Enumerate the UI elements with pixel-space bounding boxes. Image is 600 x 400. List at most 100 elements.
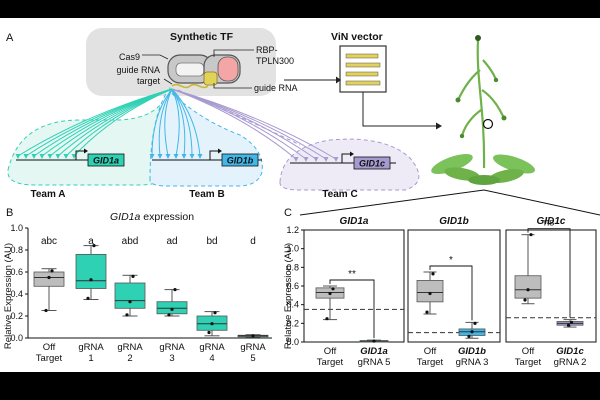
point-1-2: [92, 244, 96, 248]
x-label-0-line1: Off: [522, 346, 535, 357]
arrow-tf-to-vector-head: [336, 76, 341, 84]
point-1-0: [372, 339, 376, 343]
panel-b-title-rest: expression: [140, 211, 194, 223]
guide-rna-label: guide RNA: [254, 83, 298, 93]
target-arrow-head-team0-6: [63, 154, 69, 159]
significance-bracket: [329, 279, 375, 339]
significance-letter-1: a: [88, 236, 94, 247]
y-tick-label-3: 0.6: [10, 267, 23, 277]
panel-b-letter: B: [6, 207, 13, 219]
team-c-gene-label: GID1c: [359, 159, 385, 169]
target-arrow-team1-0: [151, 88, 173, 157]
team-b-gene-label: GID1b: [227, 156, 254, 166]
x-label-1-line1: GID1c: [556, 346, 584, 357]
rbp-leader: [213, 49, 254, 57]
target-arrow-team0-7: [73, 88, 173, 157]
target-arrow-head-team2-3: [323, 157, 329, 162]
point-0-1: [47, 275, 51, 280]
y-tick-label-4: 0.8: [286, 262, 299, 272]
target-arrow-head-team0-2: [31, 154, 37, 159]
significance-letter-2: abd: [122, 236, 139, 247]
x-label-5-line1: gRNA: [240, 342, 266, 353]
point-0-1: [428, 291, 432, 296]
plot-frame: [407, 229, 501, 343]
x-label-0-line2: Target: [317, 357, 344, 368]
cas9-lobe: [175, 62, 205, 77]
point-3-0: [167, 313, 171, 317]
y-tick-label-5: 1.0: [10, 223, 23, 233]
x-label-1-line1: GID1b: [458, 346, 486, 357]
guide-rna-target-label-1: guide RNA: [116, 65, 160, 75]
significance-bracket: [429, 265, 473, 321]
guide-rna-strand: [171, 83, 209, 89]
x-label-3-line1: gRNA: [159, 342, 185, 353]
team-a-tss-arrow-head: [84, 148, 88, 154]
x-label-1-line2: 1: [88, 353, 93, 364]
x-label-5-line2: 5: [250, 353, 255, 364]
panel-c-letter: C: [284, 207, 292, 219]
rbp-tpln300-domain: [217, 56, 239, 82]
team-b-gene-box: [221, 153, 259, 167]
target-arrow-team1-5: [171, 88, 193, 157]
chart-c-gid1a: 0.00.20.40.60.81.01.2OffTargetGID1agRNA …: [286, 216, 405, 368]
synthetic-tf-complex: [167, 54, 241, 89]
panel-b-title: GID1a expression: [110, 211, 194, 223]
arabidopsis-plant: [431, 35, 536, 185]
vector-cassette-2: [345, 62, 381, 68]
vector-cassette-1: [345, 53, 379, 59]
target-arrow-head-team0-7: [71, 154, 77, 159]
x-label-0-line1: Off: [43, 342, 56, 353]
rna-hairpin: [203, 71, 218, 86]
y-tick-label-2: 0.4: [286, 300, 299, 310]
x-label-1-line2: gRNA 5: [358, 357, 391, 368]
x-label-0-line2: Target: [515, 357, 542, 368]
target-arrow-head-team1-0: [149, 154, 155, 159]
team-c-tss-arrow-head: [350, 151, 354, 157]
significance-letter-5: d: [250, 236, 256, 247]
team-a-tss-arrow: [75, 150, 84, 160]
point-0-1: [328, 291, 332, 296]
x-label-4-line1: gRNA: [199, 342, 225, 353]
chart-title: GID1b: [439, 216, 468, 227]
point-1-0: [467, 334, 471, 338]
x-label-0-line2: Target: [417, 357, 444, 368]
point-2-0: [125, 313, 129, 317]
figure-svg: A Synthetic TF Cas9 guide RNA target RBP…: [3, 28, 600, 368]
zoom-circle: [482, 118, 494, 130]
target-arrow-head-team1-4: [181, 154, 187, 159]
guide-rna-target-label-2: target: [137, 76, 161, 86]
chart-title: GID1c: [537, 216, 566, 227]
x-label-1-line2: gRNA 2: [554, 357, 587, 368]
target-arrow-head-team1-2: [165, 154, 171, 159]
y-tick-label-0: 0.0: [10, 333, 23, 343]
significance-label: ns: [544, 218, 555, 229]
point-1-1: [569, 320, 574, 324]
panel-b-ylabel: Relative Expression (AU): [3, 243, 14, 349]
target-arrow-head-team1-6: [197, 154, 203, 159]
team-c-zone-link: [177, 89, 301, 146]
x-label-3-line2: 3: [169, 353, 174, 364]
plant-leaf-2: [492, 154, 536, 174]
point-4-1: [210, 322, 214, 326]
y-tick-label-0: 0.0: [286, 337, 299, 347]
box-2: [114, 282, 146, 309]
team-b-label: Team B: [189, 189, 224, 200]
point-1-0: [86, 296, 90, 300]
point-0-1: [526, 288, 530, 292]
significance-letter-0: abc: [41, 236, 57, 247]
plot-frame: [303, 229, 405, 343]
point-2-1: [128, 300, 132, 304]
significance-label: **: [348, 269, 356, 280]
point-0-0: [44, 308, 48, 313]
y-tick-label-5: 1.0: [286, 244, 299, 254]
team-a-gene-label: GID1a: [93, 156, 119, 166]
point-0-2: [431, 272, 435, 276]
x-label-0-line1: Off: [324, 346, 337, 357]
target-arrow-head-team0-5: [55, 154, 61, 159]
panel-a-letter: A: [6, 32, 14, 44]
significance-letter-3: ad: [166, 236, 177, 247]
target-arrow-team1-4: [171, 88, 186, 157]
target-arrow-head-team0-0: [15, 154, 21, 159]
plant-bud-1: [455, 97, 461, 103]
